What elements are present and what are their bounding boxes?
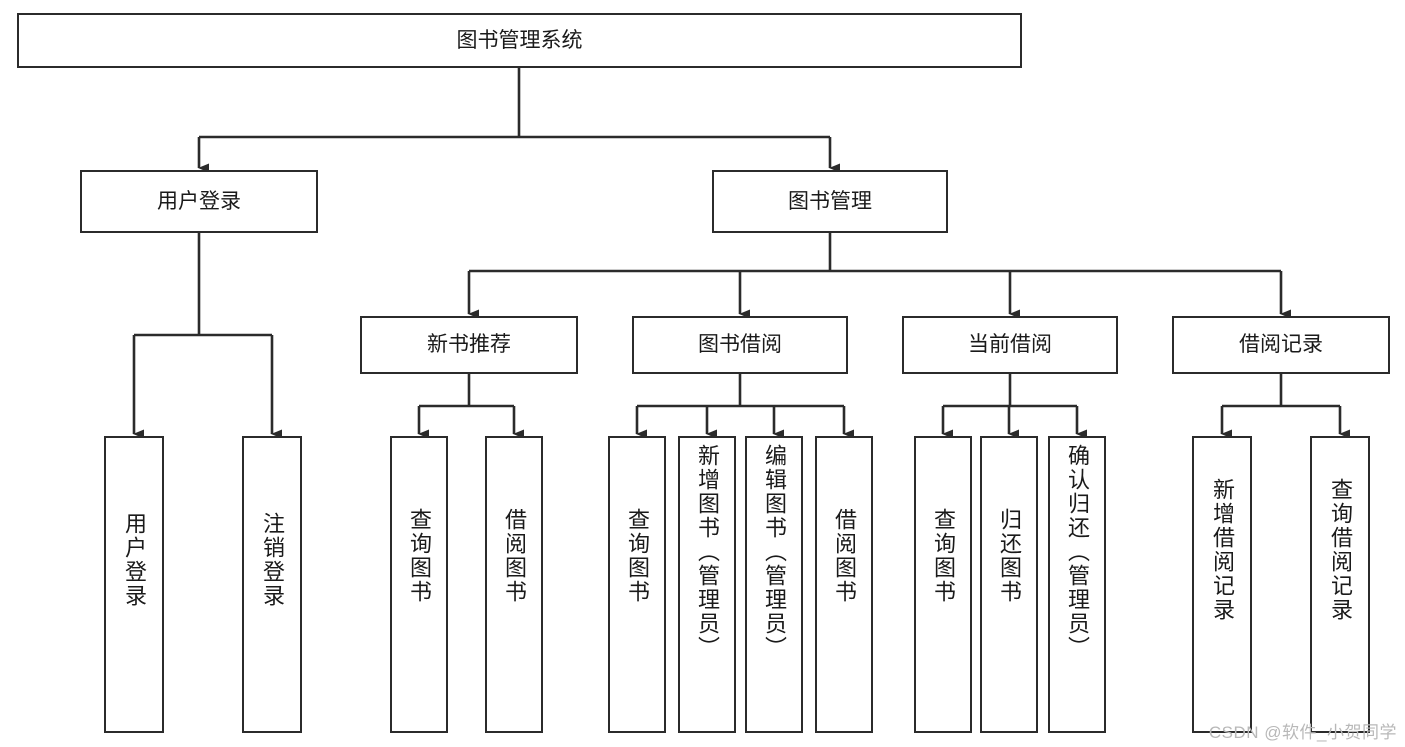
leaf-return-book[interactable]: 归还图书 (980, 436, 1038, 733)
leaf-query-book-2-label: 查询图书 (625, 508, 650, 604)
node-book-borrow-label: 图书借阅 (698, 333, 782, 357)
node-new-book-rec[interactable]: 新书推荐 (360, 316, 578, 374)
node-borrow-record-label: 借阅记录 (1239, 333, 1323, 357)
leaf-logout-label: 注销登录 (260, 512, 285, 608)
node-user-login[interactable]: 用户登录 (80, 170, 318, 233)
leaf-query-record-label: 查询借阅记录 (1328, 478, 1353, 622)
leaf-add-book-label: 新增图书（管理员） (695, 444, 720, 660)
leaf-query-book-2[interactable]: 查询图书 (608, 436, 666, 733)
leaf-edit-book[interactable]: 编辑图书（管理员） (745, 436, 803, 733)
leaf-borrow-book-2[interactable]: 借阅图书 (815, 436, 873, 733)
leaf-edit-book-label: 编辑图书（管理员） (762, 444, 787, 660)
leaf-borrow-book-1[interactable]: 借阅图书 (485, 436, 543, 733)
leaf-return-book-label: 归还图书 (997, 508, 1022, 604)
leaf-add-record[interactable]: 新增借阅记录 (1192, 436, 1252, 733)
node-borrow-record[interactable]: 借阅记录 (1172, 316, 1390, 374)
leaf-confirm-return[interactable]: 确认归还（管理员） (1048, 436, 1106, 733)
node-root[interactable]: 图书管理系统 (17, 13, 1022, 68)
leaf-query-book-1[interactable]: 查询图书 (390, 436, 448, 733)
node-book-manage-label: 图书管理 (788, 189, 872, 213)
leaf-user-login[interactable]: 用户登录 (104, 436, 164, 733)
leaf-confirm-return-label: 确认归还（管理员） (1065, 444, 1090, 660)
leaf-add-record-label: 新增借阅记录 (1210, 478, 1235, 622)
leaf-query-record[interactable]: 查询借阅记录 (1310, 436, 1370, 733)
node-user-login-label: 用户登录 (157, 189, 241, 213)
leaf-logout[interactable]: 注销登录 (242, 436, 302, 733)
node-new-book-rec-label: 新书推荐 (427, 333, 511, 357)
node-book-manage[interactable]: 图书管理 (712, 170, 948, 233)
node-book-borrow[interactable]: 图书借阅 (632, 316, 848, 374)
leaf-user-login-label: 用户登录 (122, 512, 147, 608)
leaf-query-book-3-label: 查询图书 (931, 508, 956, 604)
node-current-borrow[interactable]: 当前借阅 (902, 316, 1118, 374)
leaf-borrow-book-1-label: 借阅图书 (502, 508, 527, 604)
leaf-add-book[interactable]: 新增图书（管理员） (678, 436, 736, 733)
leaf-query-book-3[interactable]: 查询图书 (914, 436, 972, 733)
node-current-borrow-label: 当前借阅 (968, 333, 1052, 357)
node-root-label: 图书管理系统 (456, 28, 583, 52)
leaf-borrow-book-2-label: 借阅图书 (832, 508, 857, 604)
leaf-query-book-1-label: 查询图书 (407, 508, 432, 604)
